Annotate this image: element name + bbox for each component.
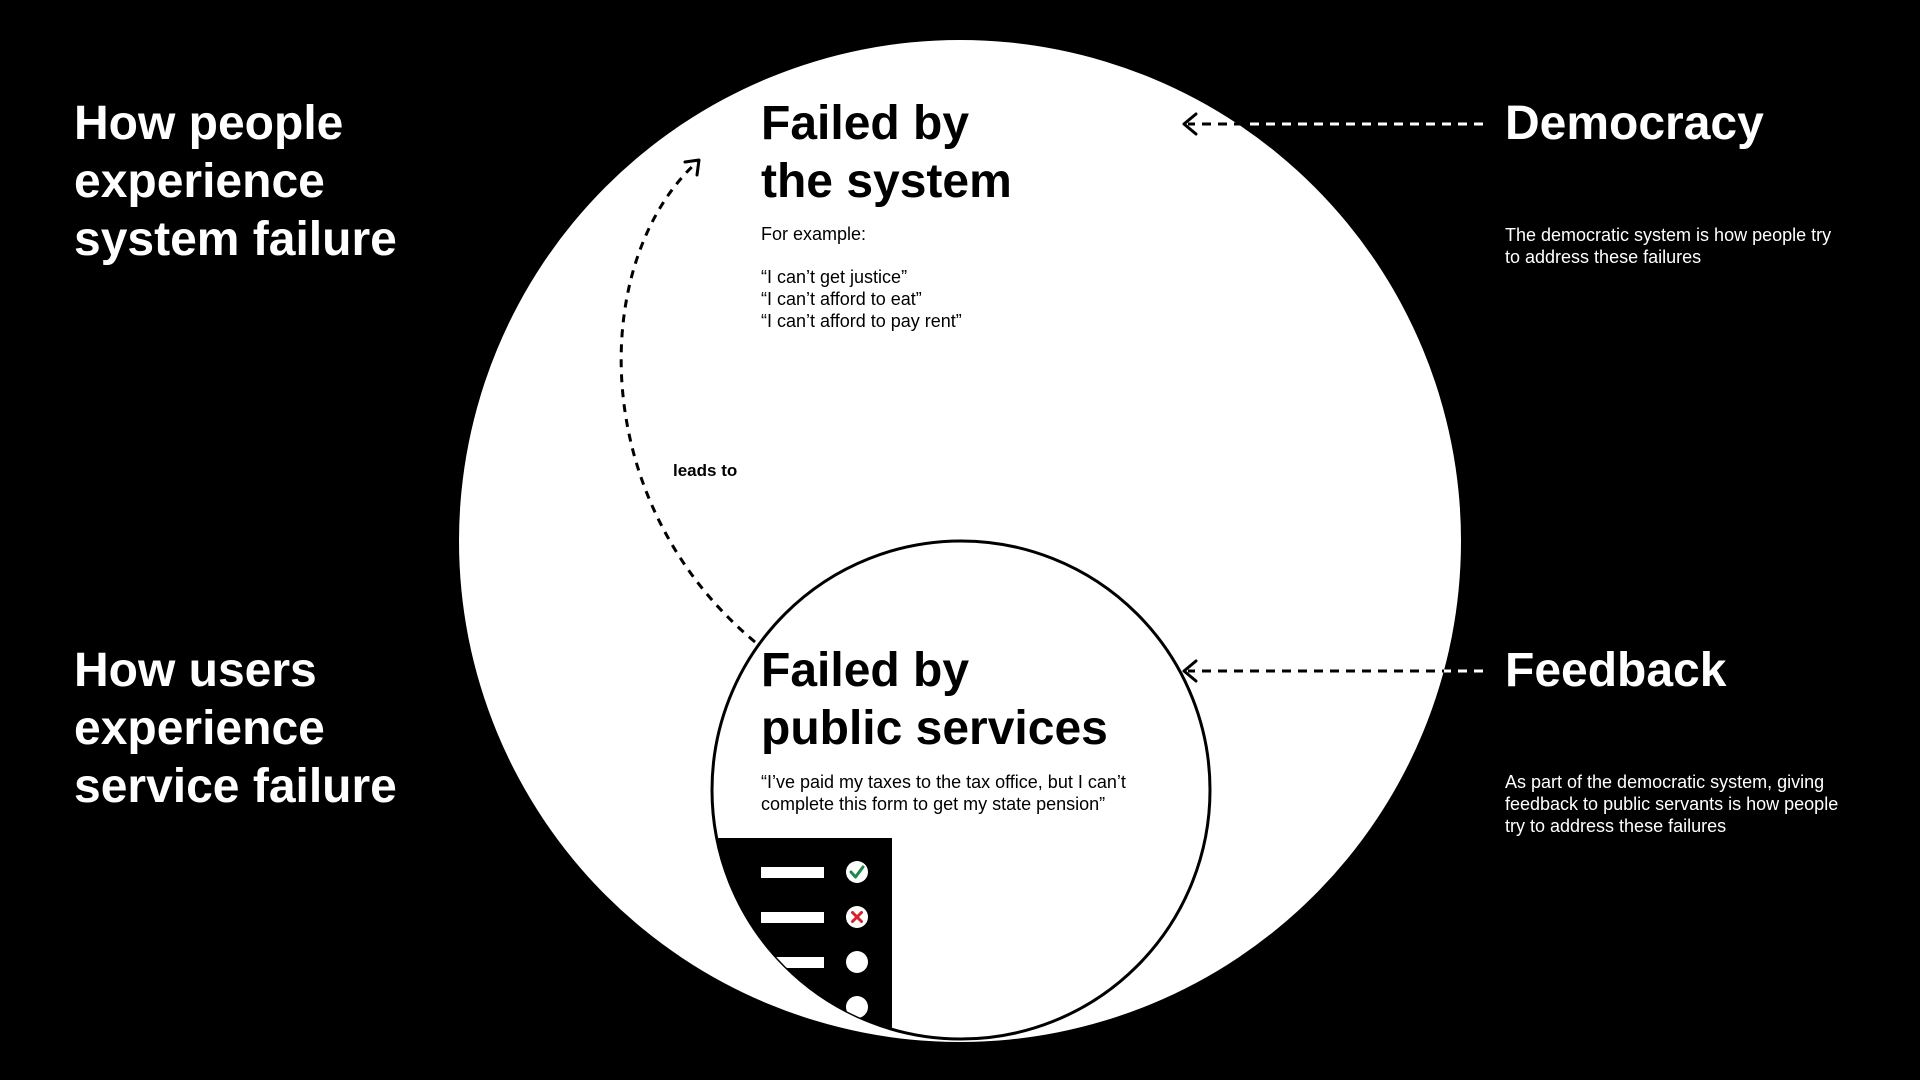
- service-failure-heading: How users experience service failure: [74, 644, 397, 813]
- quote-item: “I can’t get justice”: [761, 267, 908, 287]
- empty-circle-icon: [846, 996, 868, 1018]
- system-failure-heading: How people experience system failure: [74, 97, 397, 266]
- failed-by-public-services-heading: Failed by public services: [761, 644, 1108, 755]
- check-mark: [849, 865, 865, 879]
- quote-item: “I can’t afford to eat”: [761, 289, 922, 309]
- form-line: [761, 867, 824, 878]
- democracy-heading: Democracy: [1505, 97, 1764, 150]
- feedback-description: As part of the democratic system, giving…: [1505, 772, 1839, 836]
- example-quotes: “I can’t get justice” “I can’t afford to…: [761, 266, 962, 332]
- check-icon: [846, 861, 868, 883]
- democracy-description: The democratic system is how people try …: [1505, 225, 1832, 267]
- leads-to-label: leads to: [673, 461, 738, 480]
- quote-item: “I can’t afford to pay rent”: [761, 311, 962, 331]
- empty-circle-icon: [846, 951, 868, 973]
- failed-by-system-heading: Failed by the system: [761, 97, 1012, 208]
- example-intro: For example:: [761, 224, 867, 244]
- form-line: [761, 912, 824, 923]
- feedback-heading: Feedback: [1505, 644, 1727, 697]
- leads-to-arrowhead: [683, 158, 701, 177]
- democracy-arrowhead: [1182, 112, 1198, 136]
- cross-mark: [851, 911, 863, 923]
- public-services-quote: “I’ve paid my taxes to the tax office, b…: [761, 772, 1126, 814]
- feedback-arrowhead: [1182, 659, 1198, 683]
- form-line: [761, 957, 824, 968]
